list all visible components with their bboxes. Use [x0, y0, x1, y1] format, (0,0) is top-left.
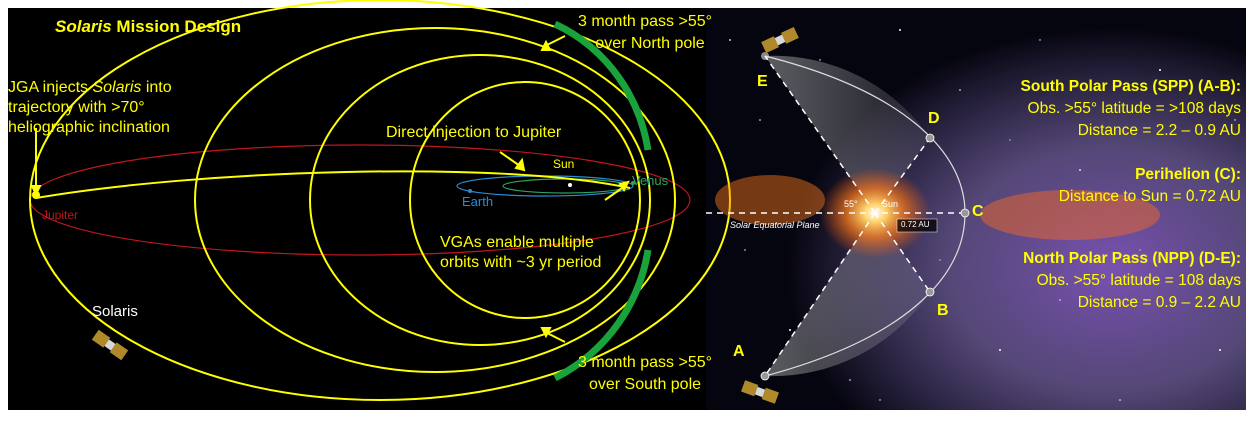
- point-e-label: E: [757, 73, 768, 90]
- perihelion-title: Perihelion (C):: [1135, 166, 1241, 183]
- perihelion-distance: Distance to Sun = 0.72 AU: [1058, 188, 1241, 205]
- angle-label: 55°: [844, 199, 858, 209]
- jga-annotation-line1: JGA injects Solaris into: [8, 79, 172, 96]
- sun-label: Sun: [553, 157, 575, 171]
- jga-annotation-line3: heliographic inclination: [8, 119, 170, 136]
- spp-title: South Polar Pass (SPP) (A-B):: [1020, 78, 1241, 95]
- venus-label: Venus: [632, 173, 669, 188]
- npp-distance: Distance = 0.9 – 2.2 AU: [1077, 294, 1241, 311]
- north-pass-annotation-line2: over North pole: [595, 35, 705, 52]
- figure-title: Solaris Mission Design: [55, 17, 242, 36]
- vga-annotation-line2: orbits with ~3 yr period: [440, 254, 602, 271]
- npp-title: North Polar Pass (NPP) (D-E):: [1023, 250, 1241, 267]
- distance-box: [896, 218, 938, 233]
- annotation-arrows: [30, 35, 630, 343]
- jga-annotation-line2: trajectory with >70°: [8, 99, 145, 116]
- direct-injection-annotation: Direct injection to Jupiter: [386, 124, 562, 141]
- solaris-trajectory: [29, 0, 731, 401]
- point-d-label: D: [928, 110, 940, 127]
- south-pass-annotation-line1: 3 month pass >55°: [577, 354, 713, 371]
- distance-label: 0.72 AU: [901, 220, 930, 229]
- north-pass-annotation-line1: 3 month pass >55°: [577, 13, 713, 30]
- satellite-icon-top: [761, 26, 799, 54]
- left-panel-background: [8, 8, 706, 410]
- starfield: [729, 29, 1236, 401]
- point-b-label: B: [937, 302, 949, 319]
- spp-distance: Distance = 2.2 – 0.9 AU: [1077, 122, 1241, 139]
- earth-label: Earth: [462, 194, 494, 209]
- npp-latitude: Obs. >55° latitude = 108 days: [1036, 272, 1241, 289]
- equatorial-plane-label: Solar Equatorial Plane: [730, 220, 820, 230]
- point-c-label: C: [972, 203, 984, 220]
- south-pass-annotation-line2: over South pole: [588, 376, 702, 393]
- vga-annotation-line1: VGAs enable multiple: [440, 234, 594, 251]
- satellite-icon-bottom: [741, 380, 779, 404]
- jupiter-label: Jupiter: [42, 208, 79, 222]
- orbit-points: [760, 133, 970, 381]
- satellite-icon-left: [91, 329, 129, 361]
- solaris-spacecraft-label: Solaris: [92, 303, 138, 320]
- geometry-lines: [706, 55, 965, 377]
- polar-pass-arcs: [553, 20, 652, 382]
- point-a-label: A: [733, 343, 745, 360]
- sun-glow: [715, 168, 1160, 258]
- spp-latitude: Obs. >55° latitude = >108 days: [1027, 100, 1241, 117]
- sun-label-right: Sun: [882, 199, 899, 209]
